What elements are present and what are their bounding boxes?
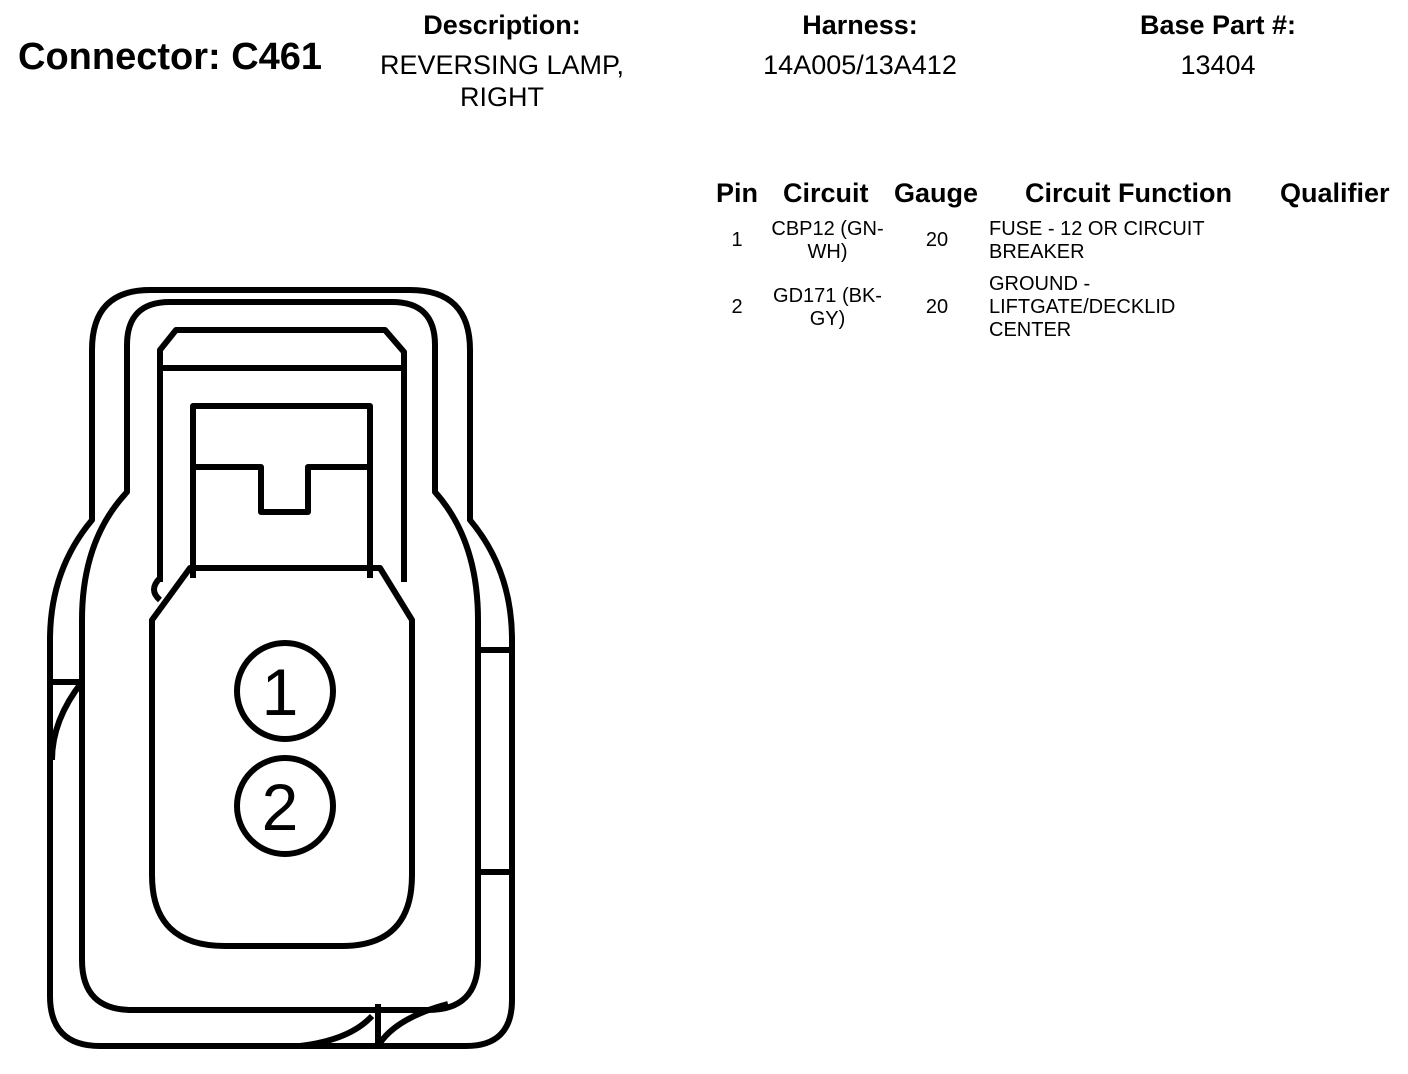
housing-inner-outline <box>79 299 481 1013</box>
housing-outer-outline <box>47 287 515 1049</box>
col-header-circuit-function: Circuit Function <box>1025 178 1232 208</box>
pin-cavity-block <box>149 565 415 949</box>
col-header-gauge: Gauge <box>894 178 979 208</box>
pin-2-circle <box>234 755 336 857</box>
latch-notch <box>193 464 370 515</box>
connector-title: Connector: C461 <box>18 36 323 78</box>
harness-value: 14A005/13A412 <box>763 50 957 80</box>
harness-label: Harness: <box>802 10 918 40</box>
wire-gauge: 20 <box>925 229 949 251</box>
circuit-function: GROUND - LIFTGATE/DECKLID CENTER <box>989 273 1176 341</box>
right-side-rib <box>478 647 512 875</box>
latch-frame <box>157 327 407 582</box>
wire-gauge: 20 <box>925 296 949 318</box>
col-header-qualifier: Qualifier <box>1280 178 1390 208</box>
pin-1-label: 1 <box>262 655 299 729</box>
description-value: REVERSING LAMP, RIGHT <box>379 50 625 112</box>
left-side-rib <box>49 679 85 761</box>
col-header-circuit: Circuit <box>783 178 869 208</box>
pin-1-circle <box>234 640 336 742</box>
pin-number: 1 <box>731 229 743 251</box>
circuit-code: CBP12 (GN-WH) <box>771 218 884 263</box>
pin-2-label: 2 <box>262 770 299 844</box>
latch-tab <box>190 403 373 578</box>
col-header-pin: Pin <box>716 178 759 208</box>
pin-number: 2 <box>731 296 743 318</box>
bottom-rib <box>375 1001 449 1048</box>
base-part-value: 13404 <box>1180 50 1256 80</box>
circuit-code: GD171 (BK-GY) <box>773 285 882 330</box>
circuit-function: FUSE - 12 OR CIRCUIT BREAKER <box>989 218 1205 263</box>
bottom-left-arc <box>299 1013 375 1049</box>
latch-hook <box>151 575 163 603</box>
base-part-label: Base Part #: <box>1139 10 1297 40</box>
description-label: Description: <box>423 10 581 40</box>
